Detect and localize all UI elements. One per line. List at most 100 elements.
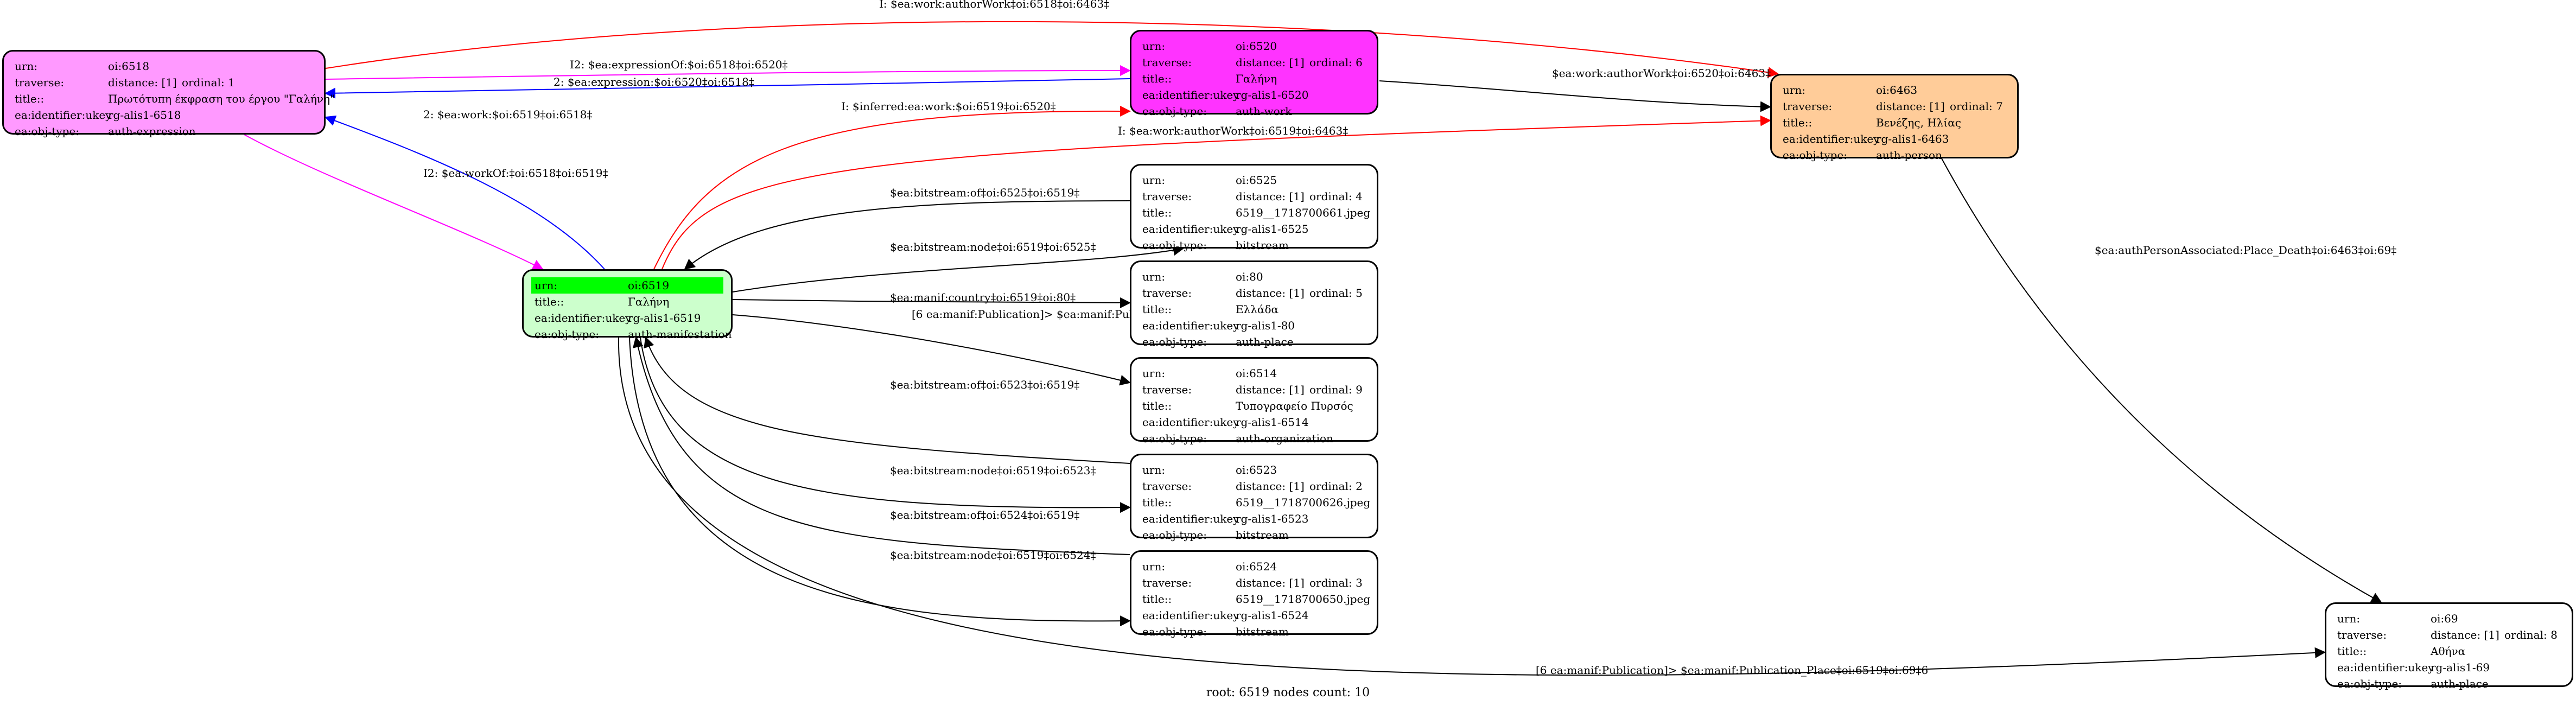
row-key: urn: bbox=[535, 279, 558, 292]
row-key: ea:obj-type: bbox=[535, 328, 600, 341]
row-ordinal: ordinal: 2 bbox=[1309, 480, 1363, 493]
graph-edge-e13 bbox=[644, 336, 1130, 464]
node-row: traverse:distance: [1]ordinal: 7 bbox=[1779, 98, 2009, 115]
edge-label-e6: I2: $ea:workOf:‡oi:6518‡oi:6519‡ bbox=[423, 167, 608, 180]
node-row: ea:obj-type:bitstream bbox=[1139, 237, 1369, 253]
row-value: rg-alis1-6520 bbox=[1236, 88, 1309, 101]
row-key: title:: bbox=[1142, 206, 1172, 219]
row-value: oi:6518 bbox=[108, 60, 150, 73]
row-value: distance: [1] bbox=[1236, 56, 1305, 69]
node-row: traverse:distance: [1]ordinal: 1 bbox=[11, 74, 316, 91]
graph-edge-e11 bbox=[732, 297, 1131, 308]
node-row: urn:oi:6525 bbox=[1139, 172, 1369, 188]
row-value: distance: [1] bbox=[1236, 576, 1305, 589]
graph-edge-e18 bbox=[618, 337, 2326, 676]
row-value: Βενέζης, Ηλίας bbox=[1876, 116, 1961, 129]
edges-layer: I: $ea:work:authorWork‡oi:6518‡oi:6463‡ I… bbox=[244, 0, 2396, 677]
row-key: ea:obj-type: bbox=[15, 125, 80, 138]
node-row: title::6519__1718700650.jpeg bbox=[1139, 591, 1370, 607]
row-key: ea:obj-type: bbox=[2337, 677, 2402, 690]
row-key: ea:identifier:ukey bbox=[1142, 512, 1239, 525]
row-key: ea:obj-type: bbox=[1142, 239, 1207, 252]
graph-edge-e17 bbox=[1941, 158, 2382, 603]
graph-edge-e3 bbox=[325, 78, 1130, 99]
row-value: rg-alis1-6524 bbox=[1236, 609, 1309, 622]
edge-label-e8: I: $ea:work:authorWork‡oi:6519‡oi:6463‡ bbox=[1118, 124, 1348, 137]
graph-edge-e9 bbox=[684, 200, 1130, 270]
row-key: title:: bbox=[1142, 72, 1172, 85]
edge-label-e7: I: $inferred:ea:work:$oi:6519‡oi:6520‡ bbox=[841, 100, 1056, 113]
graph-edge-e14 bbox=[640, 337, 1131, 513]
row-value: rg-alis1-6525 bbox=[1236, 222, 1309, 236]
row-value: Τυπογραφείο Πυρσός bbox=[1236, 399, 1353, 412]
graph-edge-e2 bbox=[325, 65, 1131, 80]
row-value: oi:69 bbox=[2431, 612, 2458, 625]
edge-label-e5: 2: $ea:work:$oi:6519‡oi:6518‡ bbox=[423, 108, 593, 121]
row-value: auth-place bbox=[1236, 335, 1294, 348]
row-value: Πρωτότυπη έκφραση του έργου "Γαλήνη" bbox=[108, 92, 335, 105]
row-value: oi:6523 bbox=[1236, 463, 1277, 476]
graph-edge-e10 bbox=[732, 245, 1184, 292]
row-value: oi:6514 bbox=[1236, 367, 1277, 380]
edge-label-e16: $ea:bitstream:node‡oi:6519‡oi:6524‡ bbox=[890, 549, 1096, 562]
node-row: traverse:distance: [1]ordinal: 8 bbox=[2334, 627, 2564, 643]
row-value: bitstream bbox=[1236, 529, 1289, 542]
row-key: ea:obj-type: bbox=[1142, 335, 1207, 348]
row-ordinal: ordinal: 4 bbox=[1309, 190, 1363, 203]
node-row: urn:oi:6514 bbox=[1139, 365, 1369, 381]
footer-status: root: 6519 nodes count: 10 bbox=[1206, 686, 1370, 699]
row-key: traverse: bbox=[1142, 56, 1192, 69]
row-value: Γαλήνη bbox=[628, 295, 670, 308]
node-row: ea:obj-type:auth-manifestation bbox=[531, 326, 732, 342]
row-value: rg-alis1-6463 bbox=[1876, 132, 1949, 145]
node-row: title::Ελλάδα bbox=[1139, 301, 1369, 317]
row-value: distance: [1] bbox=[108, 76, 177, 89]
edge-label-e4: $ea:work:authorWork‡oi:6520‡oi:6463‡ bbox=[1552, 67, 1771, 80]
node-row: ea:obj-type:auth-work bbox=[1139, 103, 1369, 119]
node-row: ea:obj-type:bitstream bbox=[1139, 624, 1369, 640]
row-key: title:: bbox=[1142, 303, 1172, 316]
row-key: title:: bbox=[1142, 496, 1172, 509]
row-value: 6519__1718700626.jpeg bbox=[1236, 496, 1371, 509]
edge-label-e13: $ea:bitstream:of‡oi:6523‡oi:6519‡ bbox=[890, 378, 1079, 391]
row-key: traverse: bbox=[2337, 628, 2387, 641]
node-row: urn:oi:6520 bbox=[1139, 38, 1369, 54]
row-value: rg-alis1-80 bbox=[1236, 319, 1295, 332]
row-value: distance: [1] bbox=[1236, 190, 1305, 203]
graph-edge-e8 bbox=[662, 115, 1771, 270]
node-row: urn:oi:6524 bbox=[1139, 558, 1369, 575]
row-ordinal: ordinal: 7 bbox=[1950, 100, 2003, 113]
row-value: Αθήνα bbox=[2431, 645, 2466, 658]
node-row: title::Αθήνα bbox=[2334, 643, 2564, 659]
row-value: distance: [1] bbox=[1236, 287, 1305, 300]
row-key: urn: bbox=[1142, 270, 1166, 283]
node-row: title::Τυπογραφείο Πυρσός bbox=[1139, 398, 1369, 414]
row-key: traverse: bbox=[1142, 287, 1192, 300]
edge-label-e15: $ea:bitstream:of‡oi:6524‡oi:6519‡ bbox=[890, 508, 1079, 521]
row-key: ea:identifier:ukey bbox=[1142, 416, 1239, 429]
row-key: traverse: bbox=[15, 76, 65, 89]
edge-label-e1: I: $ea:work:authorWork‡oi:6518‡oi:6463‡ bbox=[879, 0, 1109, 10]
node-row: traverse:distance: [1]ordinal: 4 bbox=[1139, 188, 1369, 205]
row-value: rg-alis1-6519 bbox=[628, 311, 701, 325]
row-key: ea:identifier:ukey bbox=[535, 311, 632, 325]
row-value: oi:6524 bbox=[1236, 560, 1277, 573]
edge-label-e11: $ea:manif:country‡oi:6519‡oi:80‡ bbox=[890, 291, 1076, 304]
row-key: ea:obj-type: bbox=[1783, 149, 1848, 162]
edge-label-e9: $ea:bitstream:of‡oi:6525‡oi:6519‡ bbox=[890, 186, 1079, 199]
row-value: oi:6520 bbox=[1236, 40, 1277, 53]
